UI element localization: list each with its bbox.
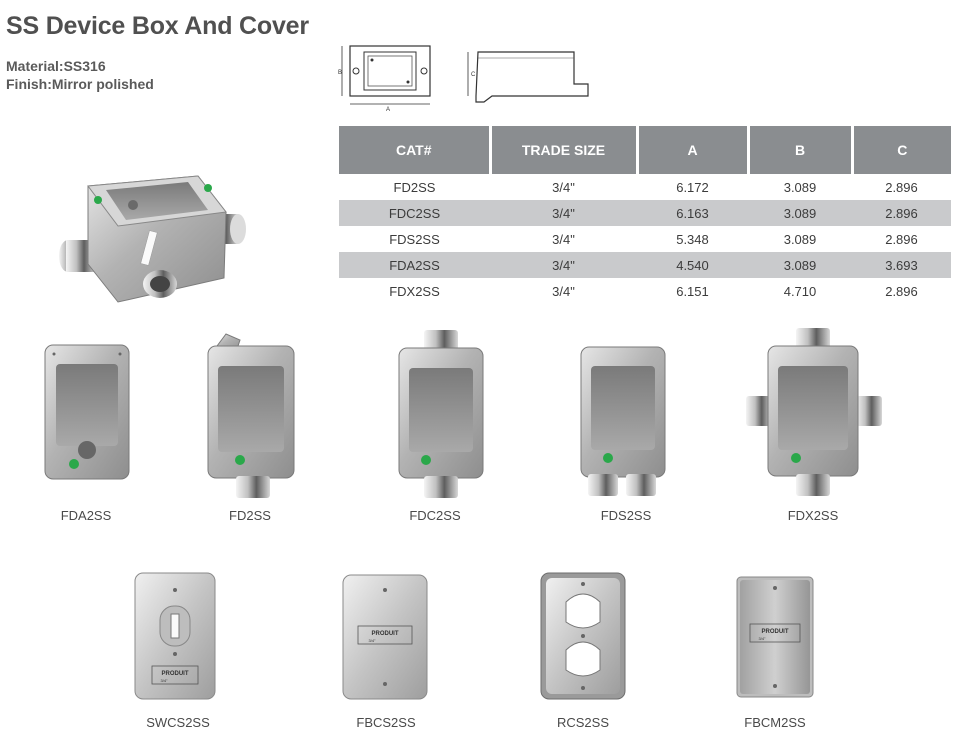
cell-cat: FDS2SS — [389, 231, 440, 247]
hero-box-photo — [59, 175, 246, 303]
header-trade-size: TRADE SIZE — [490, 126, 639, 174]
cell-b: 3.089 — [783, 179, 817, 195]
box-caption-fdc2ss: FDC2SS — [409, 508, 461, 523]
box-photo-fds2ss — [580, 346, 666, 496]
cover-photo-rcs2ss — [540, 572, 626, 700]
cell-b: 3.089 — [748, 200, 852, 226]
cell-a: 6.163 — [637, 200, 748, 226]
cell-cat: FDA2SS — [339, 252, 490, 278]
cover-stamp-brand: PRODUIT — [372, 631, 399, 637]
cell-cat: FDX2SS — [389, 283, 440, 299]
cell-trade-size: 3/4" — [552, 179, 575, 195]
page-title: SS Device Box And Cover — [6, 12, 309, 40]
table-header-row: CAT# TRADE SIZE A B C — [339, 126, 951, 174]
cover-stamp-brand: PRODUIT — [162, 671, 189, 677]
cell-c: 3.693 — [852, 252, 951, 278]
top-view-drawing: A B — [338, 45, 431, 112]
dim-c-label: C — [471, 72, 476, 78]
header-a: A — [637, 126, 750, 174]
spec-table: CAT# TRADE SIZE A B C FD2SS 3/4" 6.172 3… — [339, 126, 951, 304]
cell-c: 2.896 — [885, 231, 918, 247]
cover-stamp-brand: PRODUIT — [762, 629, 789, 635]
material-spec: Material:SS316 — [6, 58, 106, 74]
box-caption-fds2ss: FDS2SS — [600, 508, 652, 523]
cover-stamp-size: 3/4" — [161, 678, 169, 683]
header-b: B — [748, 126, 854, 174]
cell-a: 6.151 — [676, 283, 709, 299]
cover-caption-rcs2ss: RCS2SS — [556, 715, 610, 730]
table-row: FDC2SS 3/4" 6.163 3.089 2.896 — [339, 200, 951, 226]
cell-b: 3.089 — [748, 252, 852, 278]
cover-photo-fbcm2ss: PRODUIT 3/4" — [736, 576, 814, 698]
cover-photo-swcs2ss: PRODUIT 3/4" — [134, 572, 216, 700]
cell-cat: FD2SS — [393, 179, 436, 195]
table-row: FD2SS 3/4" 6.172 3.089 2.896 — [339, 174, 951, 200]
cell-a: 5.348 — [676, 231, 709, 247]
cell-trade-size: 3/4" — [490, 200, 637, 226]
box-caption-fdx2ss: FDX2SS — [787, 508, 839, 523]
cell-b: 3.089 — [783, 231, 817, 247]
dim-b-label: B — [338, 70, 342, 76]
cell-c: 2.896 — [885, 283, 918, 299]
table-row: FDA2SS 3/4" 4.540 3.089 3.693 — [339, 252, 951, 278]
cover-caption-fbcs2ss: FBCS2SS — [356, 715, 416, 730]
cell-trade-size: 3/4" — [490, 252, 637, 278]
cell-a: 4.540 — [637, 252, 748, 278]
cover-stamp-size: 3/4" — [759, 636, 767, 641]
table-row: FDS2SS 3/4" 5.348 3.089 2.896 — [339, 226, 951, 252]
cover-stamp-size: 3/4" — [369, 638, 377, 643]
box-caption-fd2ss: FD2SS — [229, 508, 271, 523]
box-caption-fda2ss: FDA2SS — [60, 508, 112, 523]
cover-photo-fbcs2ss: PRODUIT 3/4" — [342, 574, 428, 700]
cell-cat: FDC2SS — [339, 200, 490, 226]
cell-c: 2.896 — [852, 200, 951, 226]
cell-trade-size: 3/4" — [552, 231, 575, 247]
cover-caption-fbcm2ss: FBCM2SS — [744, 715, 806, 730]
box-photo-fd2ss — [207, 333, 295, 498]
header-cat: CAT# — [339, 126, 492, 174]
box-photo-fda2ss — [44, 344, 130, 480]
finish-spec: Finish:Mirror polished — [6, 76, 154, 92]
side-view-drawing: C — [467, 51, 589, 103]
cell-b: 4.710 — [783, 283, 817, 299]
dim-a-label: A — [386, 107, 390, 112]
box-photo-fdx2ss — [746, 328, 882, 496]
header-c: C — [852, 126, 951, 174]
cell-trade-size: 3/4" — [552, 283, 575, 299]
cover-caption-swcs2ss: SWCS2SS — [146, 715, 210, 730]
box-photo-fdc2ss — [398, 330, 484, 498]
cell-a: 6.172 — [676, 179, 709, 195]
cell-c: 2.896 — [885, 179, 918, 195]
table-row: FDX2SS 3/4" 6.151 4.710 2.896 — [339, 278, 951, 304]
